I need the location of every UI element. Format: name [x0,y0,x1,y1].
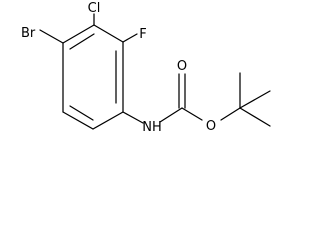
ring-bond-c2-c3 [93,24,124,43]
bond-n-carbonyl-c [159,107,183,123]
ring-double-bond-inner-top [69,33,95,50]
atom-label-ester-oxygen: O [206,119,216,134]
bond-tert-c-methyl-down [239,107,271,127]
atom-label-chlorine: Cl [88,1,101,16]
ring-bond-c4-c5 [92,111,124,130]
atom-label-bromine: Br [21,26,36,41]
bond-tert-c-methyl-right [239,90,271,109]
bond-ester-o-tert-c [220,107,241,121]
atom-labels: Br Cl F NH O O [21,1,216,135]
ring-bond-c5-c6 [62,111,94,130]
structure-canvas: Br Cl F NH O O [21,1,271,135]
molecule-structure-diagram: Br Cl F NH O O [21,1,271,135]
atom-label-nitrogen-h: NH [142,120,162,135]
ring-bond-c1-c2 [62,24,95,44]
bond-c4-n [122,111,144,124]
bond-carbonyl-c-ester-o [181,107,203,121]
ring-double-bond-inner-bottom [69,105,94,121]
bond-c3-f [122,33,138,43]
atom-label-carbonyl-oxygen: O [177,59,187,74]
bond-c1-br [39,29,64,44]
bonds [39,13,271,130]
atom-label-fluorine: F [139,27,146,42]
